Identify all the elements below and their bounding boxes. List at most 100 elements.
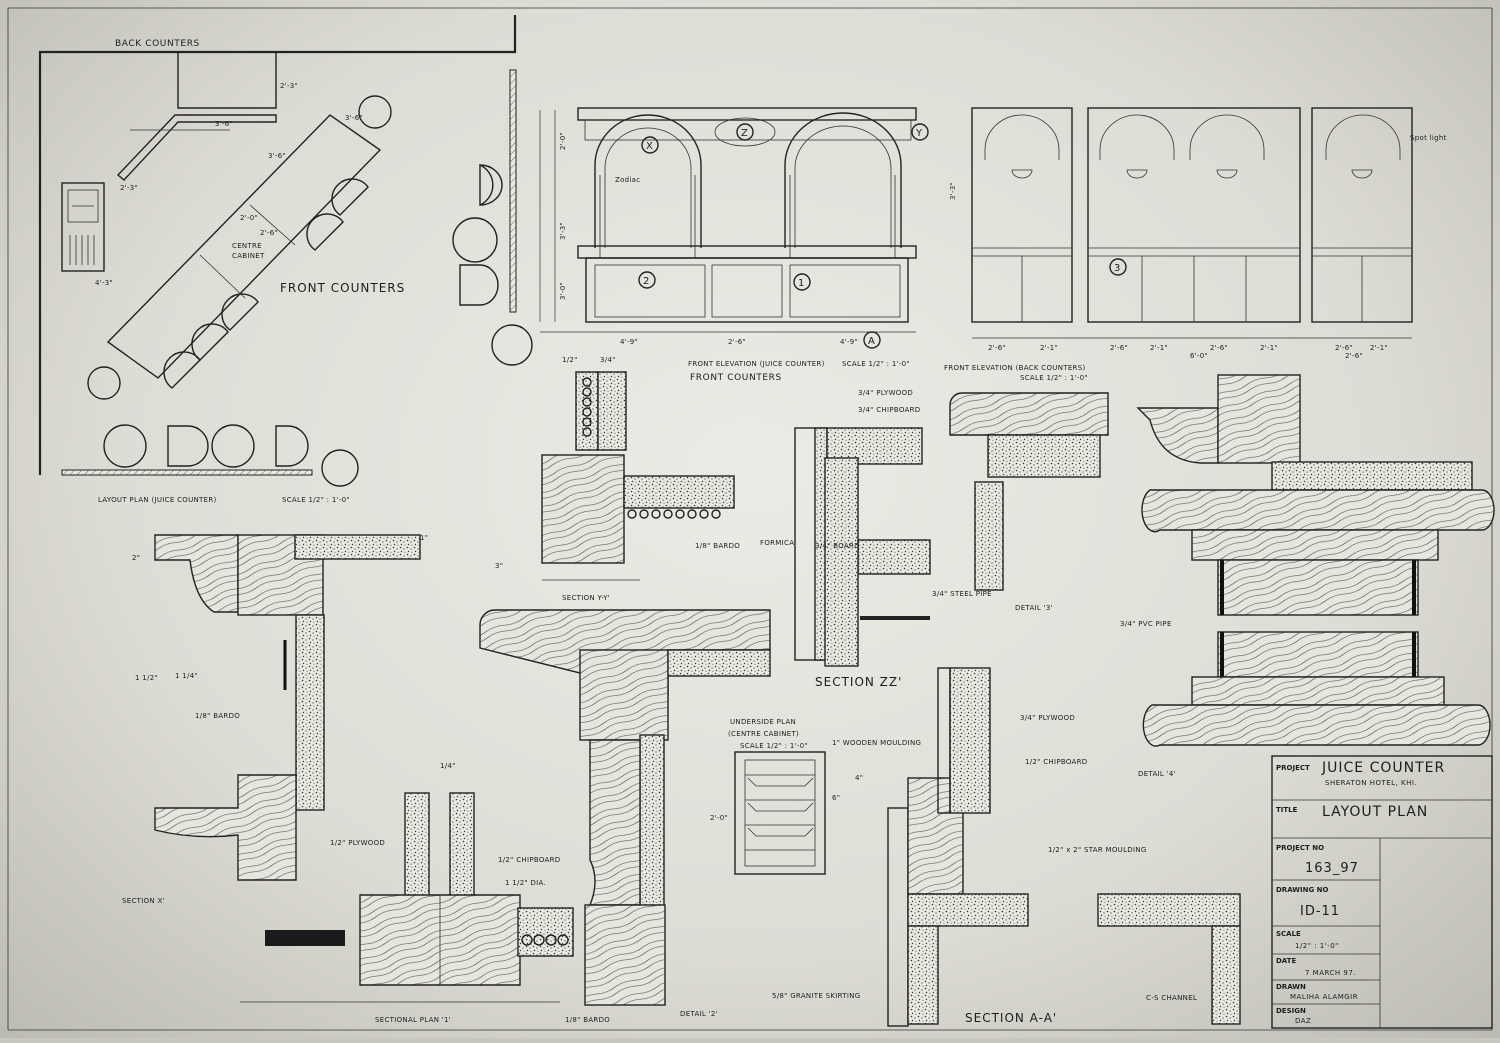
back-elevation-caption: FRONT ELEVATION (BACK COUNTERS)	[944, 364, 1085, 372]
plan-scale: SCALE 1/2" : 1'-0"	[282, 496, 350, 504]
plan-dim: 3'-6"	[215, 120, 233, 128]
note-granite: 5/8" GRANITE SKIRTING	[772, 992, 860, 1000]
tb-date-key: DATE	[1276, 957, 1296, 965]
tb-scale: 1/2" : 1'-0"	[1295, 942, 1339, 950]
dimension-text: 1/2"	[562, 356, 578, 364]
note-plywood: 3/4" PLYWOOD	[858, 389, 913, 397]
dimension-text: 2'-1"	[1260, 344, 1278, 352]
dimension-text: 6"	[832, 794, 840, 802]
back-elevation-scale: SCALE 1/2" : 1'-0"	[1020, 374, 1088, 382]
dimension-text: 3'-3"	[949, 182, 957, 200]
underside-plan: UNDERSIDE PLAN (CENTRE CABINET) SCALE 1/…	[728, 718, 921, 875]
centre-cabinet-label-1: CENTRE	[232, 242, 262, 250]
front-dim: 4'-9"	[620, 338, 638, 346]
dimension-text: 1 1/4"	[175, 672, 198, 680]
section-zz-label: SECTION ZZ'	[815, 675, 902, 689]
tb-project-no-key: PROJECT NO	[1276, 844, 1324, 852]
plan-caption: LAYOUT PLAN (JUICE COUNTER)	[98, 496, 217, 504]
plan-dim: 4'-3"	[95, 279, 113, 287]
dimension-text: 3'-3"	[559, 222, 567, 240]
dimension-text: 2'-3"	[120, 184, 138, 192]
note-channel: C-S CHANNEL	[1146, 994, 1197, 1002]
dimension-text: 2'-1"	[1040, 344, 1058, 352]
front-dim: 4'-9"	[840, 338, 858, 346]
detail-4-label: DETAIL '4'	[1138, 770, 1176, 778]
front-elevation-caption: FRONT ELEVATION (JUICE COUNTER)	[688, 360, 825, 368]
detail-2: DETAIL '2'	[479, 609, 771, 1018]
plan-dim: 2'-3"	[280, 82, 298, 90]
title-block: PROJECT JUICE COUNTER SHERATON HOTEL, KH…	[1271, 755, 1493, 1029]
dimension-text: 2'-0"	[710, 814, 728, 822]
tb-title-key: TITLE	[1276, 806, 1298, 814]
dimension-text: 4"	[855, 774, 863, 782]
front-elevation-scale: SCALE 1/2" : 1'-0"	[842, 360, 910, 368]
note-pvc-pipe: 3/4" PVC PIPE	[1120, 620, 1172, 628]
detail-3: DETAIL '3'	[949, 392, 1109, 612]
dimension-text: 1"	[420, 534, 428, 542]
dimension-text: 3'-0"	[559, 282, 567, 300]
back-dim: 2'-6"	[1210, 344, 1228, 352]
front-elevation-juice: 4'-9" 2'-6" 4'-9" Zodiac FRONT ELEVATION…	[539, 107, 917, 383]
section-zz: SECTION ZZ' 3/4" PLYWOOD 3/4" CHIPBOARD …	[794, 389, 992, 689]
back-dim: 2'-6"	[1110, 344, 1128, 352]
back-dim: 2'-6"	[988, 344, 1006, 352]
sectional-plan-1: SECTIONAL PLAN '1' 1/2" CHIPBOARD 1 1/2"…	[240, 792, 574, 1024]
detail-4: 3/4" PVC PIPE DETAIL '4'	[1120, 374, 1495, 778]
dimension-text: 2"	[132, 554, 140, 562]
dimension-text: 3"	[495, 562, 503, 570]
spot-light-note: Spot light	[1410, 134, 1447, 142]
note-bardo: 1/8" BARDO	[695, 542, 740, 550]
marker-1: 1	[798, 278, 804, 289]
dimension-text: 6'-0"	[1190, 352, 1208, 360]
underside-plan-title: UNDERSIDE PLAN	[730, 718, 796, 726]
detail-3-label: DETAIL '3'	[1015, 604, 1053, 612]
tb-project-sub: SHERATON HOTEL, KHI.	[1325, 779, 1417, 787]
note-steel-pipe: 3/4" STEEL PIPE	[932, 590, 992, 598]
front-dim: 2'-6"	[728, 338, 746, 346]
marker-3: 3	[1114, 263, 1120, 274]
tb-drawing-no-key: DRAWING NO	[1276, 886, 1329, 894]
dimension-text: 1/4"	[440, 762, 456, 770]
section-aa-label: SECTION A-A'	[965, 1011, 1057, 1025]
dimension-text: 2'-1"	[1370, 344, 1388, 352]
tb-project: JUICE COUNTER	[1321, 760, 1445, 776]
section-aa: SECTION A-A' 3/4" PLYWOOD 1/2" CHIPBOARD…	[772, 667, 1241, 1027]
dimension-text: 3'-6"	[345, 114, 363, 122]
sectional-plan-label: SECTIONAL PLAN '1'	[375, 1016, 451, 1024]
dimension-text: 2'-6"	[1345, 352, 1363, 360]
tb-scale-key: SCALE	[1276, 930, 1301, 938]
back-counters-label: BACK COUNTERS	[115, 39, 200, 49]
note-chipboard: 1/2" CHIPBOARD	[498, 856, 560, 864]
plan-dim: 2'-0"	[240, 214, 258, 222]
tb-drawing-no: ID-11	[1300, 904, 1340, 919]
back-dim: 2'-6"	[1335, 344, 1353, 352]
underside-plan-sub: (CENTRE CABINET)	[728, 730, 799, 738]
note-dowel: 1 1/2" DIA.	[505, 879, 546, 887]
tb-drawn-key: DRAWN	[1276, 983, 1306, 991]
dimension-text: 1/8" BARDO	[565, 1016, 610, 1024]
marker-y: Y	[915, 128, 923, 139]
stools	[87, 95, 533, 487]
tb-title: LAYOUT PLAN	[1322, 804, 1428, 820]
note-bardo: 1/8" BARDO	[195, 712, 240, 720]
section-marker-labels: X Z Y 2 1 3 A	[643, 128, 1120, 347]
tb-project-no: 163_97	[1305, 861, 1359, 876]
section-x: SECTION X' 1/8" BARDO 1/2" PLYWOOD	[122, 534, 421, 905]
tb-project-key: PROJECT	[1276, 764, 1310, 772]
front-counters-subcaption: FRONT COUNTERS	[690, 373, 782, 383]
underside-plan-scale: SCALE 1/2" : 1'-0"	[740, 742, 808, 750]
dimension-text: 3'-6"	[268, 152, 286, 160]
note-plywood: 3/4" PLYWOOD	[1020, 714, 1075, 722]
tb-date: 7 MARCH 97.	[1305, 969, 1356, 977]
note-plywood: 1/2" PLYWOOD	[330, 839, 385, 847]
detail-2-label: DETAIL '2'	[680, 1010, 718, 1018]
dimension-text: 1 1/2"	[135, 674, 158, 682]
dimension-text: 2'-0"	[559, 132, 567, 150]
note-formica: FORMICA	[760, 539, 794, 547]
marker-x: X	[646, 141, 653, 152]
section-yy: SECTION Y-Y' 1/8" BARDO FORMICA	[541, 371, 794, 602]
layout-plan: BACK COUNTERS CENTRE CABINET FRONT COUNT…	[38, 15, 533, 504]
section-yy-label: SECTION Y-Y'	[562, 594, 610, 602]
